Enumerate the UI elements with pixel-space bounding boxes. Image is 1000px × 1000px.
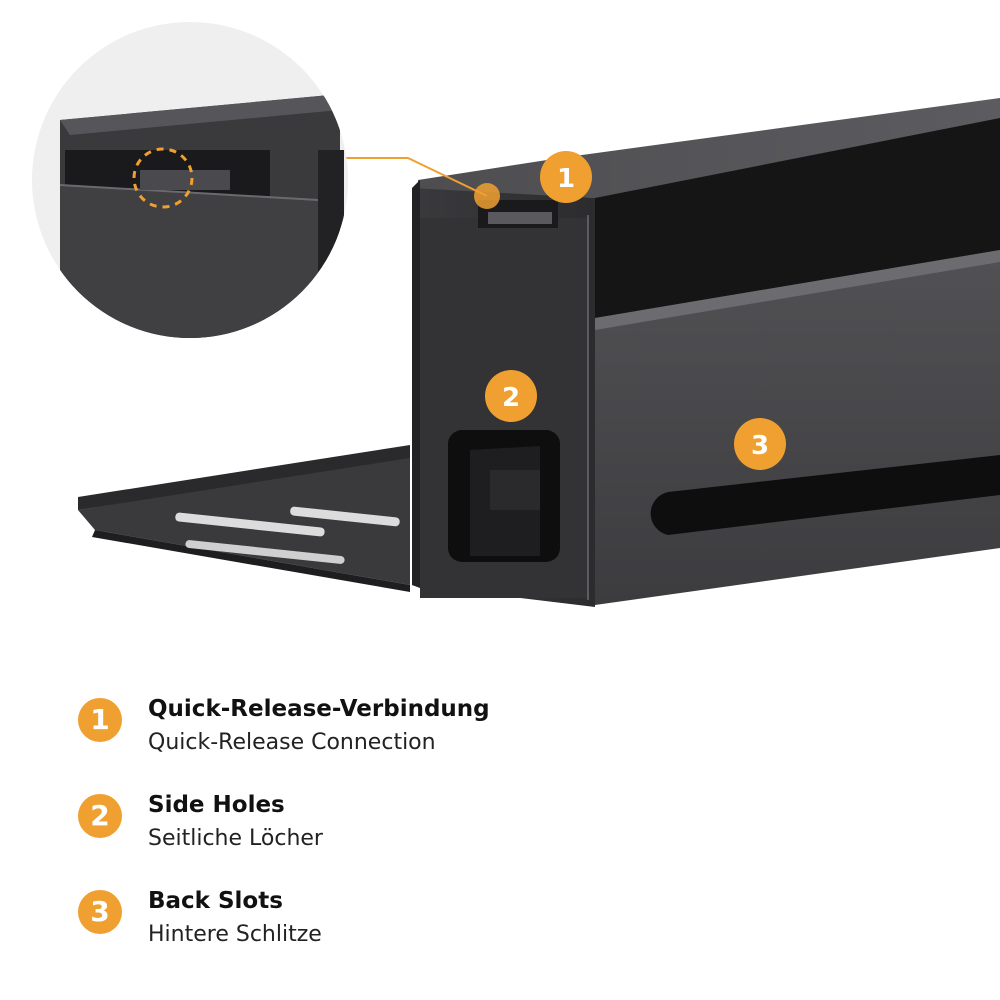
legend-title: Quick-Release-Verbindung bbox=[148, 696, 490, 722]
product-illustration: 1 2 3 bbox=[32, 22, 1000, 607]
zoom-detail-circle bbox=[32, 22, 348, 338]
feature-legend: 1 Quick-Release-Verbindung Quick-Release… bbox=[78, 690, 778, 978]
back-slot bbox=[650, 455, 1000, 535]
legend-item-quick-release: 1 Quick-Release-Verbindung Quick-Release… bbox=[78, 690, 778, 786]
cable-tray-body bbox=[412, 98, 1000, 607]
callout-leader-line bbox=[330, 157, 488, 197]
legend-subtitle: Hintere Schlitze bbox=[148, 922, 322, 947]
callout-badge-1: 1 bbox=[540, 151, 592, 203]
legend-badge-1: 1 bbox=[78, 698, 122, 742]
quick-release-clip bbox=[474, 183, 558, 228]
svg-text:1: 1 bbox=[557, 164, 575, 194]
legend-item-back-slots: 3 Back Slots Hintere Schlitze bbox=[78, 882, 778, 978]
mounting-plate bbox=[78, 445, 410, 592]
legend-title: Back Slots bbox=[148, 888, 283, 914]
legend-badge-3: 3 bbox=[78, 890, 122, 934]
legend-title: Side Holes bbox=[148, 792, 285, 818]
svg-text:3: 3 bbox=[751, 431, 769, 461]
side-hole bbox=[448, 430, 560, 562]
callout-badge-2: 2 bbox=[485, 370, 537, 422]
callout-badge-3: 3 bbox=[734, 418, 786, 470]
svg-text:2: 2 bbox=[502, 383, 520, 413]
legend-subtitle: Seitliche Löcher bbox=[148, 826, 323, 851]
legend-badge-2: 2 bbox=[78, 794, 122, 838]
legend-item-side-holes: 2 Side Holes Seitliche Löcher bbox=[78, 786, 778, 882]
legend-subtitle: Quick-Release Connection bbox=[148, 730, 436, 755]
